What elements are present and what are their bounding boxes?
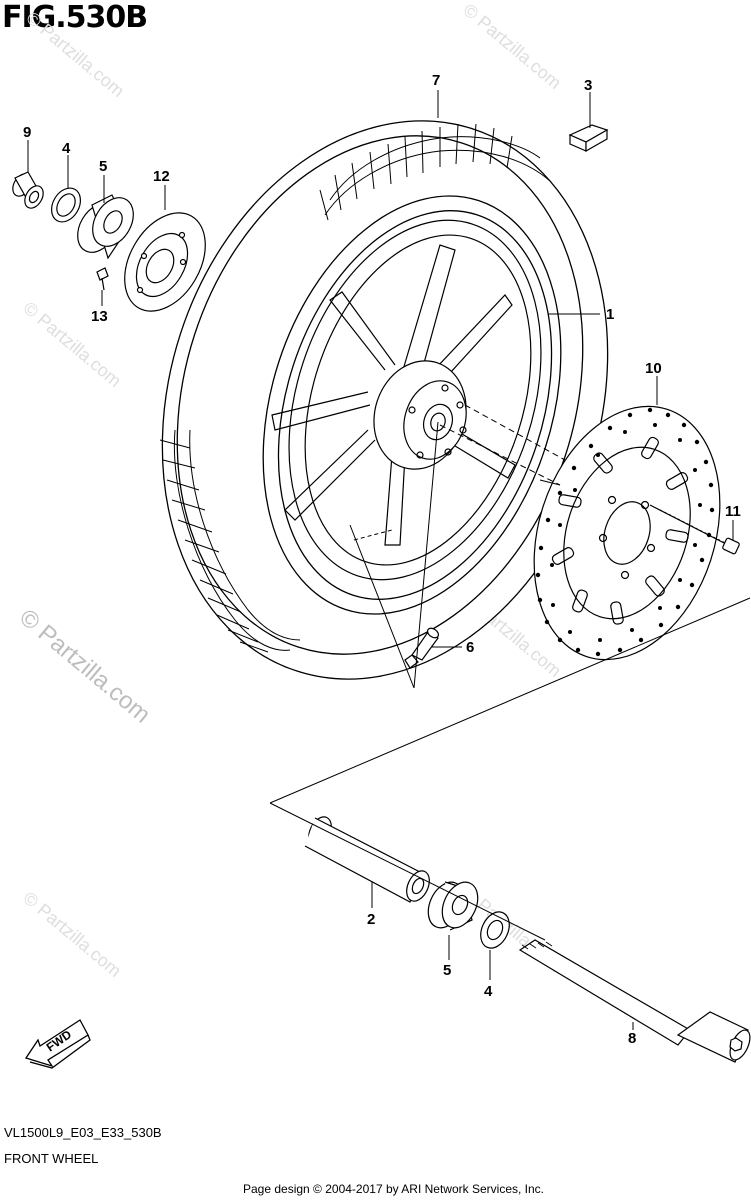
oil-seal-4 — [50, 187, 82, 223]
callout-10: 10 — [645, 360, 662, 377]
callout-4: 4 — [62, 140, 71, 157]
callout-3: 3 — [584, 77, 592, 94]
oil-seal-4-lower — [480, 911, 510, 949]
watermark-faint: © Partzilla.com — [19, 298, 125, 391]
callout-2: 2 — [367, 911, 375, 928]
callout-9: 9 — [23, 124, 31, 141]
collar-9 — [12, 171, 44, 209]
callout-6: 6 — [466, 639, 474, 656]
callout-12: 12 — [153, 168, 170, 185]
bearing-5 — [77, 194, 134, 260]
rim — [271, 219, 542, 581]
balance-weight — [568, 124, 609, 153]
callout-5-lower: 5 — [443, 962, 451, 979]
assembly-dashed-lines — [269, 404, 751, 941]
callout-13: 13 — [91, 308, 108, 325]
figure-code: VL1500L9_E03_E33_530B — [4, 1125, 162, 1140]
fwd-arrow: FWD — [24, 1019, 91, 1069]
disc-plate-12 — [124, 212, 206, 312]
brake-disc — [533, 405, 721, 661]
callout-numbers: 1 2 3 4 5 6 7 8 9 10 11 12 13 4 5 — [23, 72, 741, 1047]
disc-bolt — [649, 504, 740, 555]
callout-1: 1 — [606, 306, 614, 323]
callout-8: 8 — [628, 1030, 636, 1047]
figure-name: FRONT WHEEL — [4, 1151, 99, 1166]
valve — [404, 627, 440, 669]
watermark-main: © Partzilla.com — [14, 604, 155, 729]
leader-lines — [27, 90, 734, 1030]
screw-13 — [96, 267, 109, 291]
copyright-text: Page design © 2004-2017 by ARI Network S… — [243, 1182, 545, 1196]
callout-4-lower: 4 — [484, 983, 493, 1000]
figure-title: FIG.530B — [2, 0, 148, 35]
callout-11: 11 — [725, 503, 741, 520]
watermark-faint: © Partzilla.com — [459, 0, 565, 93]
watermark-faint: © Partzilla.com — [19, 888, 125, 981]
axle-8 — [518, 939, 751, 1063]
callout-7: 7 — [432, 72, 440, 89]
spacer-2 — [304, 816, 430, 903]
watermark-faint: © Partzilla.com — [22, 8, 128, 101]
callout-5: 5 — [99, 158, 107, 175]
